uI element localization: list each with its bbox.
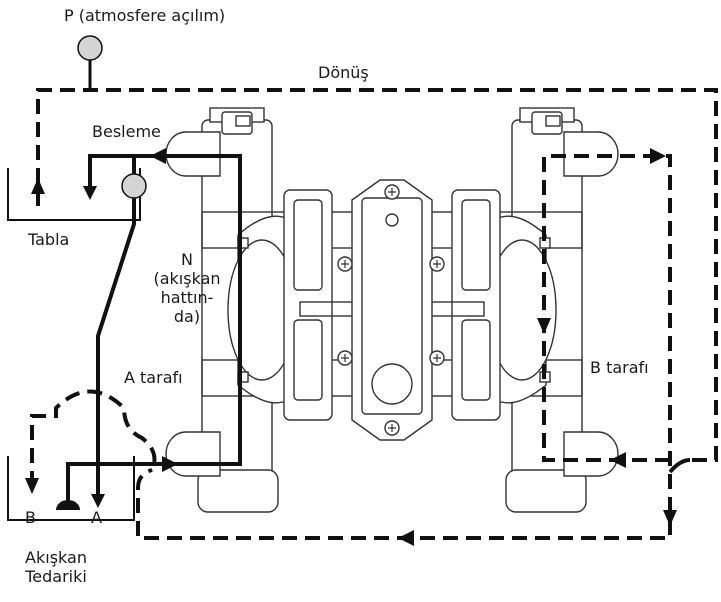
p-valve-gauge <box>77 35 103 61</box>
tray-label: Tabla <box>28 230 70 249</box>
return-label: Dönüş <box>318 63 369 82</box>
return-arrows <box>25 148 677 546</box>
fluid-supply-container <box>7 456 135 521</box>
bolt-crosses <box>341 188 441 432</box>
supply-label: Besleme <box>92 122 161 141</box>
suction-foot <box>56 500 80 510</box>
diaphragm-pump <box>165 107 619 513</box>
line-crossover <box>668 458 691 474</box>
port-a-label: A <box>91 508 102 527</box>
port-b-label: B <box>25 508 36 527</box>
containers <box>7 168 141 521</box>
return-line <box>30 88 718 540</box>
side-a-label: A tarafı <box>124 368 183 387</box>
fluid-supply-label: Akışkan Tedariki <box>25 548 87 586</box>
side-b-label: B tarafı <box>590 358 649 377</box>
n-valve-gauge <box>121 173 147 199</box>
p-valve-label: P (atmosfere açılım) <box>64 6 226 25</box>
n-valve-label: N (akışkan hattın- da) <box>153 250 221 326</box>
supply-arrows <box>83 148 178 508</box>
tray-container <box>7 168 141 221</box>
